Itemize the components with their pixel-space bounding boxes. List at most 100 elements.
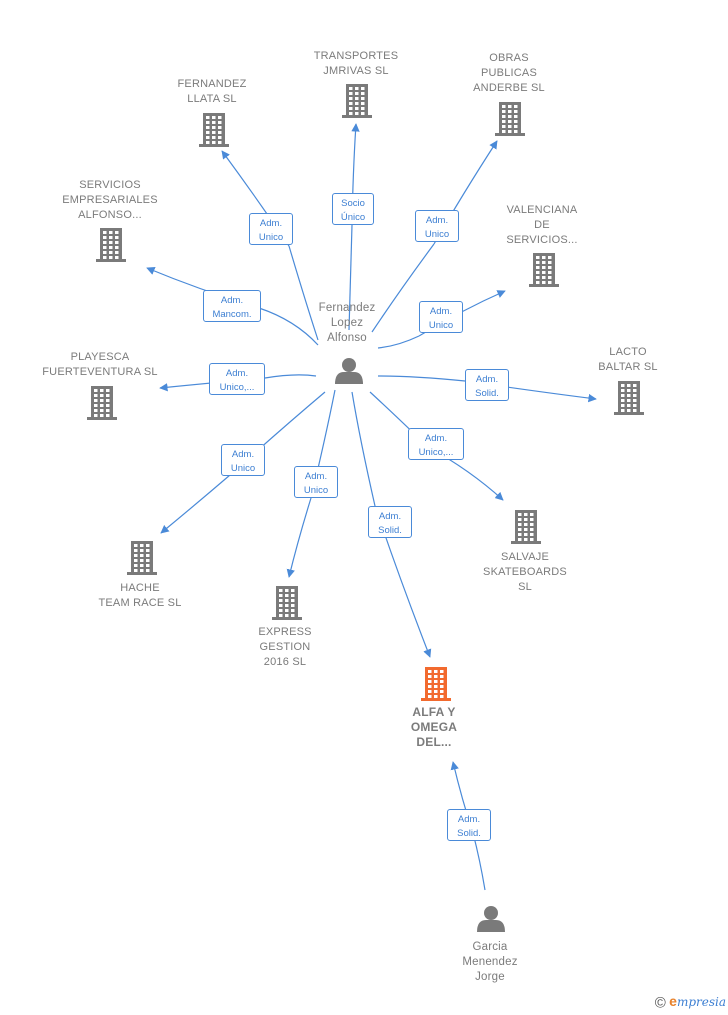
node-label-line: SERVICIOS [79, 179, 141, 191]
edge-label-fernandez_lopez-obras[interactable]: Adm. Unico [415, 210, 459, 242]
person-icon-garcia[interactable] [477, 906, 505, 932]
edge-line-alfa [472, 832, 486, 891]
edge-label-line: Unico [258, 232, 284, 243]
edge-label-fernandez_lopez-hache[interactable]: Adm. Unico [221, 444, 265, 476]
node-label-valenciana[interactable]: VALENCIANA DE SERVICIOS... [506, 203, 577, 248]
node-label-line: BALTAR SL [598, 361, 658, 373]
person-icon-fernandez_lopez[interactable] [335, 358, 363, 384]
edge-line-obras [371, 243, 435, 333]
node-label-servicios[interactable]: SERVICIOS EMPRESARIALES ALFONSO... [62, 178, 158, 223]
edge-label-fernandez_lopez-lacto[interactable]: Adm. Solid. [465, 369, 509, 401]
edge-label-line: Adm. [225, 368, 249, 379]
node-label-line: EMPRESARIALES [62, 194, 158, 206]
node-label-line: ALFA Y [412, 705, 456, 719]
node-label-line: Jorge [475, 971, 505, 983]
edge-label-line: Adm. [220, 295, 244, 306]
node-label-line: PLAYESCA [70, 351, 130, 363]
edge-label-line: Unico [428, 320, 454, 331]
company-icon-express[interactable] [272, 586, 302, 620]
node-label-fernandez_llata[interactable]: FERNANDEZ LLATA SL [177, 77, 246, 107]
edge-label-line: Solid. [475, 388, 499, 399]
company-icon-salvaje[interactable] [511, 510, 541, 544]
edge-label-fernandez_lopez-salvaje[interactable]: Adm. Unico,... [408, 428, 464, 460]
edge-label-line: Adm. [475, 374, 499, 385]
edge-label-line: Solid. [378, 525, 402, 536]
company-icon-transportes[interactable] [342, 84, 372, 118]
edge-label-fernandez_lopez-servicios[interactable]: Adm.Mancom. [203, 290, 261, 322]
node-label-line: JMRIVAS SL [323, 65, 389, 77]
node-label-line: DE [534, 219, 550, 231]
edge-label-fernandez_lopez-valenciana[interactable]: Adm. Unico [419, 301, 463, 333]
node-label-line: PUBLICAS [480, 67, 538, 79]
edge-label-line: Unico [303, 485, 329, 496]
company-icon-obras[interactable] [495, 102, 525, 136]
edge-label-line: Unico,... [418, 447, 454, 458]
company-icon-fernandez_llata[interactable] [199, 113, 229, 147]
edge-line-servicios [258, 307, 319, 346]
edge-line-transportes [348, 224, 353, 331]
company-icon-playesca[interactable] [87, 386, 117, 420]
node-label-line: FERNANDEZ [177, 78, 247, 90]
node-label-line: OMEGA [410, 720, 458, 734]
edge-label-fernandez_lopez-express[interactable]: Adm.Unico [294, 466, 338, 498]
brand-name: mpresia [676, 994, 726, 1009]
node-label-line: VALENCIANA [506, 204, 578, 216]
edge-label-line: Adm. [424, 433, 448, 444]
edge-label-fernandez_lopez-playesca[interactable]: Adm. Unico,... [209, 363, 265, 395]
edge-line-playesca [264, 374, 317, 379]
node-label-obras[interactable]: OBRAS PUBLICAS ANDERBE SL [473, 51, 545, 96]
node-label-line: TRANSPORTES [313, 50, 399, 62]
company-icon-valenciana[interactable] [529, 253, 559, 287]
edge-label-fernandez_lopez-alfa[interactable]: Adm.Solid. [368, 506, 412, 538]
edge-label-line: Unico [230, 463, 256, 474]
edge-arrow-hache [160, 474, 231, 534]
edge-label-fernandez_lopez-fernandez_llata[interactable]: Adm. Unico [249, 213, 293, 245]
edge-label-line: Adm. [457, 814, 481, 825]
node-label-line: Alfonso [327, 332, 367, 344]
copyright-symbol: © [654, 994, 666, 1011]
edge-label-line: Solid. [457, 828, 481, 839]
edge-line-valenciana [377, 335, 420, 349]
company-icon-servicios[interactable] [96, 228, 126, 262]
node-label-line: DEL... [416, 735, 452, 749]
company-icon-hache[interactable] [127, 541, 157, 575]
company-icon-lacto[interactable] [614, 381, 644, 415]
edge-label-line: Adm. [429, 306, 453, 317]
edge-label-line: Adm. [259, 218, 283, 229]
node-label-line: SALVAJE [500, 551, 550, 563]
brand-initial: e [669, 992, 677, 1009]
node-label-line: OBRAS [489, 52, 529, 64]
node-label-line: ALFONSO... [78, 209, 142, 221]
node-label-line: SL [518, 581, 532, 593]
main-company-icon-alfa[interactable] [421, 667, 451, 701]
edge-label-line: Socio [341, 198, 365, 209]
edge-line-lacto [377, 375, 466, 382]
edge-line-alfa [351, 391, 376, 507]
edge-label-line: Unico,... [219, 382, 255, 393]
edge-label-line: Adm. [231, 449, 255, 460]
node-label-line: 2016 SL [263, 656, 307, 668]
node-label-transportes[interactable]: TRANSPORTES JMRIVAS SL [314, 49, 399, 79]
edge-label-line: Único [340, 212, 366, 223]
edge-label-line: Adm. [425, 215, 449, 226]
node-label-line: TEAM RACE SL [98, 597, 182, 609]
footer-brand[interactable]: © empresia [655, 993, 726, 1011]
node-label-line: LLATA SL [187, 93, 237, 105]
edge-line-fernandez_llata [288, 245, 319, 341]
edge-label-garcia-alfa[interactable]: Adm. Solid. [447, 809, 491, 841]
node-label-line: SERVICIOS... [506, 234, 578, 246]
node-label-line: Menendez [462, 956, 518, 968]
edge-label-line: Unico [424, 229, 450, 240]
node-label-line: ANDERBE SL [473, 82, 545, 94]
node-label-line: GESTION [259, 641, 311, 653]
